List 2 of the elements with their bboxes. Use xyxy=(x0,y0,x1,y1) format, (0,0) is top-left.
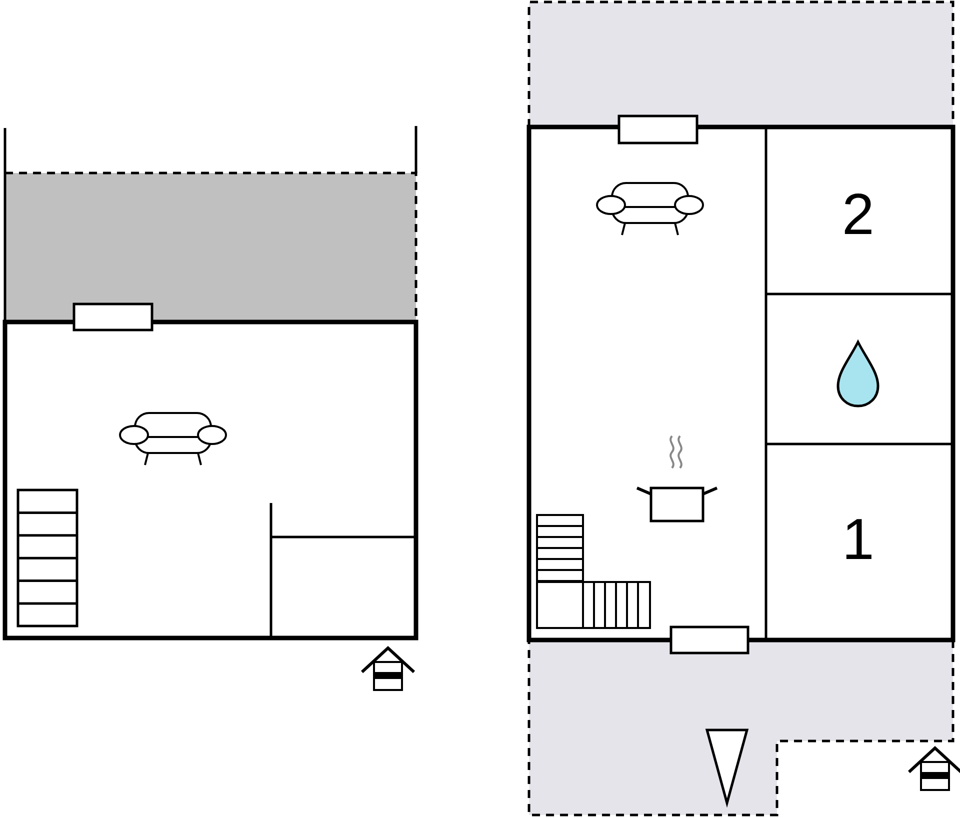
room-number: 2 xyxy=(842,186,874,244)
room-number: 1 xyxy=(842,511,874,569)
